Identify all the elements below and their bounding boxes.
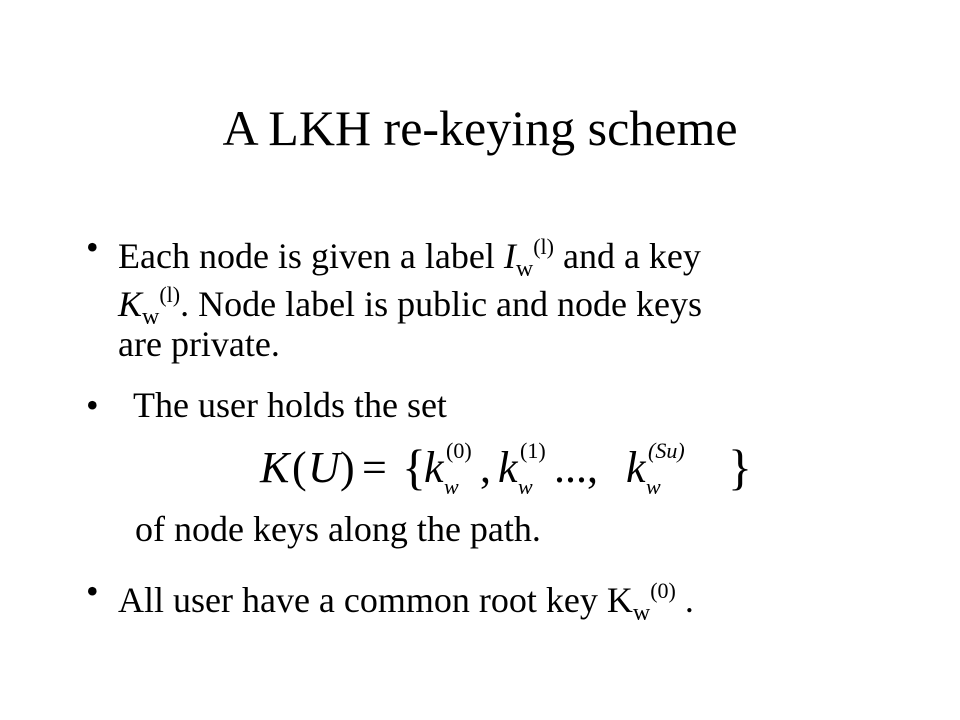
key-variable: K [118,284,143,324]
bullet-3-text-b: . [675,580,694,620]
root-key-subscript: w [632,600,651,626]
bullet-1-text-b: and a key [553,236,701,276]
key-set-formula: K ( U ) = { k w (0) , k w (1) ..., k w (… [259,438,752,498]
formula-open-paren: ( [292,443,307,492]
bullet-1-line-2: Kw(l). Node label is public and node key… [118,272,702,340]
bullet-2-line-1: The user holds the set [133,385,447,425]
slide-title: A LKH re-keying scheme [222,100,738,156]
formula-dots: ..., [554,443,598,492]
bullet-3-text-a: All user have a common root key K [118,580,633,620]
formula-k-1: k [498,443,519,492]
key-superscript: (l) [159,282,181,307]
formula-K: K [259,443,292,492]
formula-U: U [308,443,343,492]
bullet-2-line-2: of node keys along the path. [135,509,541,549]
bullet-1-text-a: Each node is given a label [118,236,504,276]
label-subscript: w [515,256,534,282]
bullet-1-line-1: Each node is given a label Iw(l) and a k… [118,224,701,292]
formula-sub-1: w [518,474,533,498]
formula-close-brace: } [728,439,752,495]
formula-open-brace: { [402,439,426,495]
root-key-superscript: (0) [650,578,676,603]
key-subscript: w [142,304,160,330]
formula-sup-0: (0) [446,438,472,463]
formula-close-paren: ) [340,443,355,492]
formula-sub-0: w [444,474,459,498]
formula-sub-su: w [646,474,661,498]
bullet-marker-2: • [86,385,99,425]
bullet-1-text-c: . Node label is public and node keys [180,284,703,324]
formula-comma: , [480,443,491,492]
formula-sup-1: (1) [520,438,546,463]
formula-k-0: k [424,443,445,492]
bullet-marker-3: • [86,571,99,611]
formula-k-su: k [626,443,647,492]
label-superscript: (l) [533,234,554,259]
formula-sup-su: (Su) [648,438,685,463]
bullet-3-line-1: All user have a common root key Kw(0) . [118,568,694,636]
bullet-marker-1: • [86,227,99,267]
label-variable: I [503,236,516,276]
formula-equals: = [362,443,387,492]
bullet-1-line-3: are private. [118,324,280,364]
